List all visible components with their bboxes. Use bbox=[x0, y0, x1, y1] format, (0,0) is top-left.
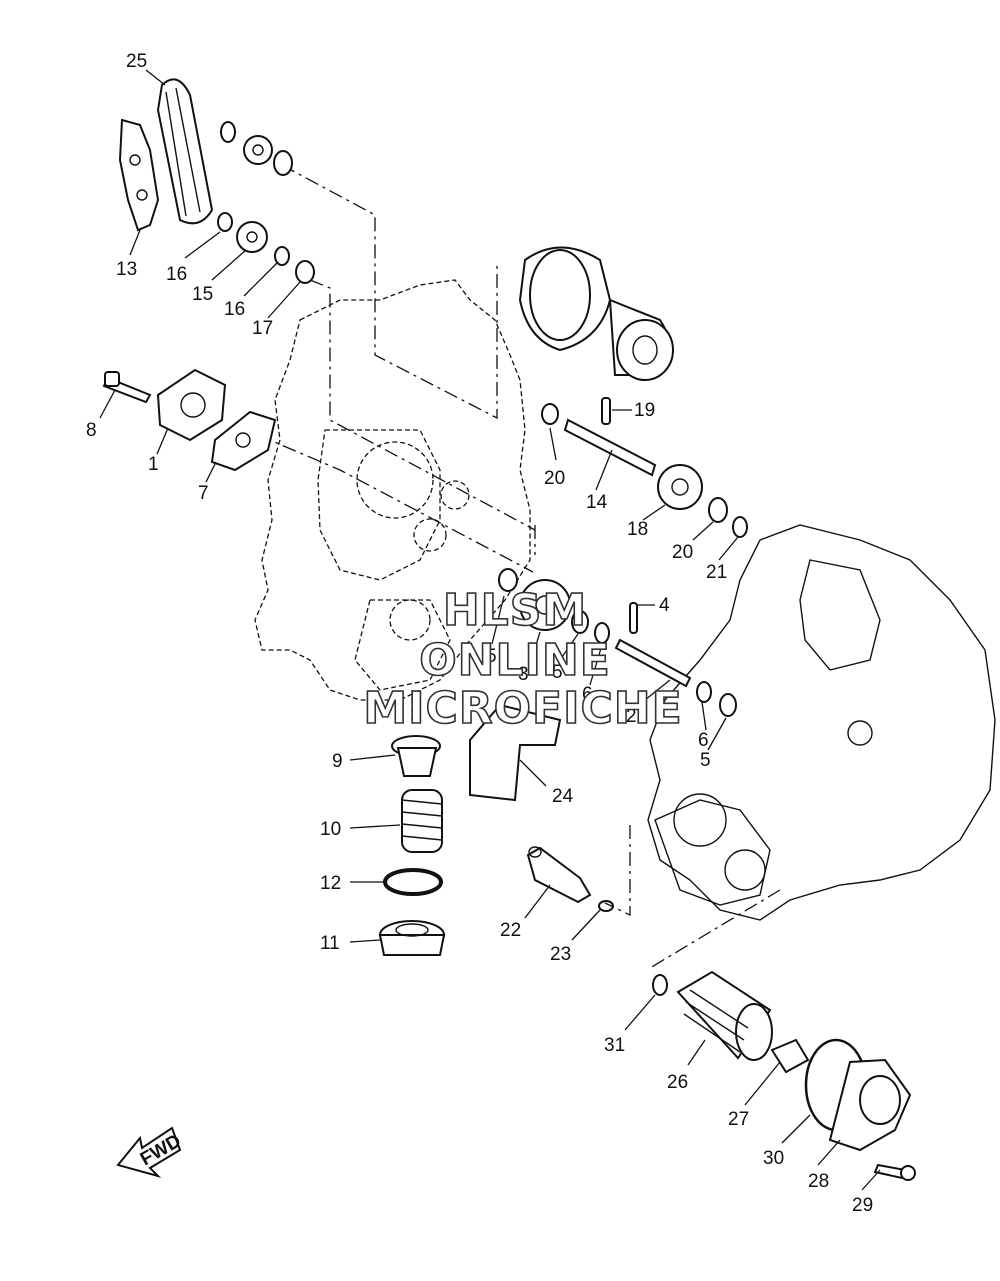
callout-18: 18 bbox=[627, 519, 648, 540]
cam-chain bbox=[156, 78, 214, 225]
relief-valve bbox=[526, 846, 614, 912]
pump-driven-gear-group bbox=[498, 568, 737, 717]
callout-17: 17 bbox=[252, 318, 273, 339]
callout-29: 29 bbox=[852, 1195, 873, 1216]
callout-16: 16 bbox=[224, 299, 245, 320]
compression-spring bbox=[401, 789, 443, 853]
callout-6: 6 bbox=[582, 684, 593, 705]
callout-9: 9 bbox=[332, 751, 343, 772]
callout-6: 6 bbox=[698, 730, 709, 751]
baffle-plate bbox=[469, 703, 562, 802]
callout-14: 14 bbox=[586, 492, 608, 513]
callout-21: 21 bbox=[706, 562, 727, 583]
callout-22: 22 bbox=[500, 920, 521, 941]
oil-strainer bbox=[391, 735, 441, 777]
filter-cover-group bbox=[770, 1038, 916, 1181]
drive-gear-assembly bbox=[518, 246, 674, 381]
callout-20: 20 bbox=[544, 468, 565, 489]
o-ring-large bbox=[383, 868, 443, 896]
callout-1: 1 bbox=[148, 454, 159, 475]
callout-24: 24 bbox=[552, 786, 574, 807]
forward-direction-arrow: FWD bbox=[116, 1126, 185, 1178]
oil-pump-assembly bbox=[102, 368, 227, 442]
callout-8: 8 bbox=[86, 420, 97, 441]
callout-2: 2 bbox=[626, 706, 637, 727]
callout-30: 30 bbox=[763, 1148, 784, 1169]
left-crankcase-outline bbox=[254, 279, 531, 701]
callout-5: 5 bbox=[486, 646, 497, 667]
callout-16: 16 bbox=[166, 264, 187, 285]
callout-19: 19 bbox=[634, 400, 655, 421]
watermark-line-1: HLSM bbox=[443, 585, 587, 636]
callout-10: 10 bbox=[320, 819, 341, 840]
callout-5: 5 bbox=[700, 750, 711, 771]
callout-25: 25 bbox=[126, 51, 147, 72]
assembly-guide-lines bbox=[257, 164, 781, 969]
callout-28: 28 bbox=[808, 1171, 829, 1192]
callout-labels: 25 13 16 15 16 17 8 1 7 19 20 14 18 20 2… bbox=[86, 51, 873, 1216]
callout-7: 7 bbox=[198, 483, 209, 504]
oil-pump-gasket bbox=[210, 410, 277, 472]
callout-5: 5 bbox=[552, 662, 563, 683]
oil-filter-group bbox=[652, 970, 773, 1061]
chain-guide bbox=[118, 118, 160, 232]
callout-3: 3 bbox=[518, 664, 529, 685]
oil-pump-drive-sprocket bbox=[217, 212, 315, 284]
leader-lines bbox=[99, 69, 881, 1191]
watermark-line-2: ONLINE bbox=[419, 635, 611, 686]
callout-4: 4 bbox=[659, 595, 670, 616]
callout-15: 15 bbox=[192, 284, 213, 305]
drain-plug bbox=[378, 920, 446, 956]
callout-13: 13 bbox=[116, 259, 137, 280]
watermark-line-3: MICROFICHE bbox=[363, 683, 682, 734]
right-crankcase-outline bbox=[647, 524, 996, 921]
upper-sprocket bbox=[220, 121, 293, 176]
callout-31: 31 bbox=[604, 1035, 625, 1056]
callout-23: 23 bbox=[550, 944, 571, 965]
callout-26: 26 bbox=[667, 1072, 688, 1093]
callout-20: 20 bbox=[672, 542, 693, 563]
oil-pump-shaft-group bbox=[541, 397, 748, 538]
watermark: HLSM ONLINE MICROFICHE bbox=[363, 584, 683, 735]
callout-12: 12 bbox=[320, 873, 341, 894]
callout-11: 11 bbox=[320, 933, 340, 954]
callout-27: 27 bbox=[728, 1109, 749, 1130]
